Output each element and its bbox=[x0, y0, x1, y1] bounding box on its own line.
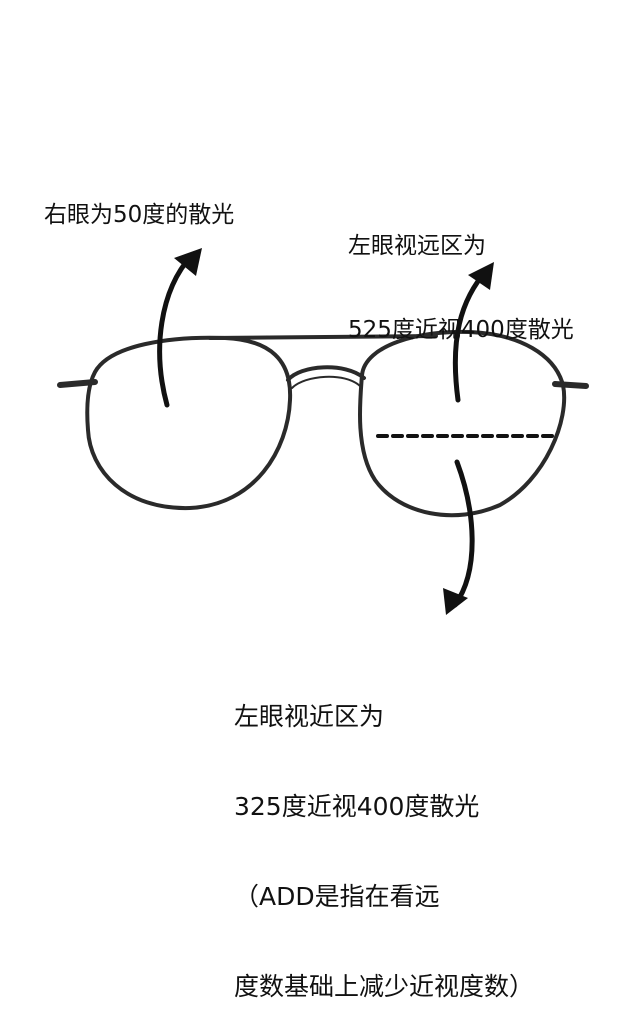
label-line: 左眼视远区为 bbox=[348, 233, 486, 259]
arrow-left-near bbox=[452, 459, 475, 608]
right-eye-label: 右眼为50度的散光 bbox=[44, 201, 234, 229]
label-line: （ADD是指在看远 bbox=[234, 882, 440, 911]
left-lens bbox=[85, 335, 293, 511]
bridge bbox=[286, 365, 366, 382]
label-line: 325度近视400度散光 bbox=[234, 792, 480, 821]
arrow-right-eye bbox=[157, 252, 195, 408]
right-temple bbox=[552, 381, 589, 389]
label-line: 右眼为50度的散光 bbox=[44, 202, 235, 228]
glasses-illustration bbox=[57, 248, 589, 615]
bridge-inner bbox=[291, 375, 361, 389]
left-eye-distance-label: 左眼视远区为 525度近视400度散光 bbox=[348, 176, 574, 372]
arrowhead-left-near-icon bbox=[443, 588, 468, 615]
arrowhead-left-distance-icon bbox=[468, 262, 494, 290]
label-line: 左眼视近区为 bbox=[234, 702, 385, 731]
arrowhead-right-eye-icon bbox=[174, 248, 202, 276]
top-bar bbox=[208, 334, 438, 340]
left-eye-near-label: 左眼视近区为 325度近视400度散光 （ADD是指在看远 度数基础上减少近视度… bbox=[234, 642, 534, 1032]
label-line: 525度近视400度散光 bbox=[348, 317, 574, 343]
label-line: 度数基础上减少近视度数） bbox=[234, 972, 535, 1001]
